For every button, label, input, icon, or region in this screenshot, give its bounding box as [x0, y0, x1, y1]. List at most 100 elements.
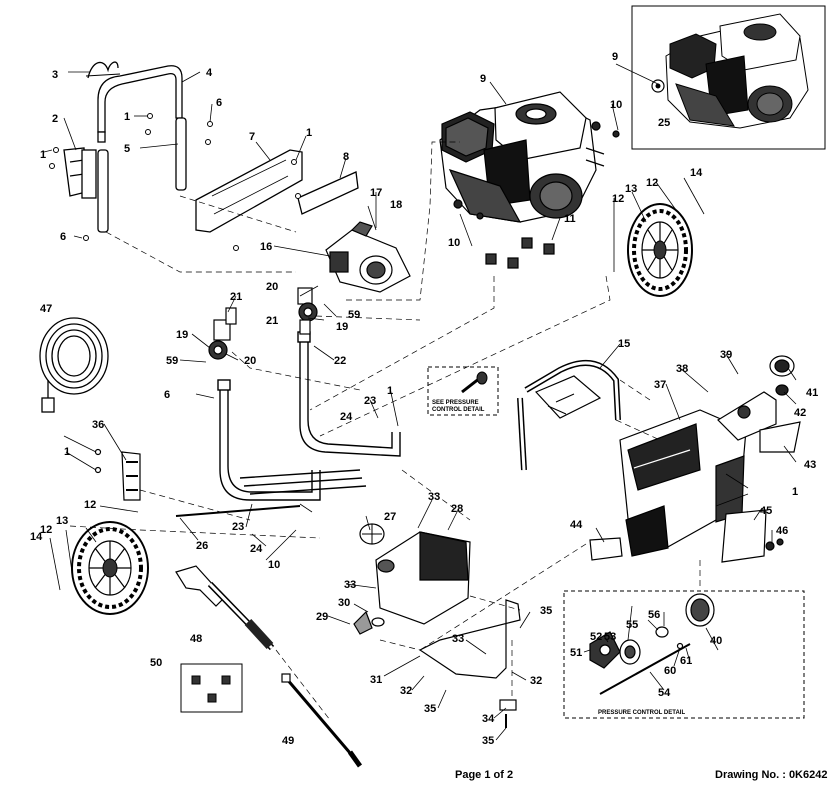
callout: 38 — [676, 363, 688, 375]
callout: 7 — [249, 131, 255, 143]
callout: 21 — [266, 315, 278, 327]
tank-bracket-assembly — [353, 523, 521, 728]
callout: 14 — [690, 167, 703, 179]
callout: 50 — [150, 657, 162, 669]
callout: 30 — [338, 597, 350, 609]
callout: 59 — [348, 309, 360, 321]
callout: 51 — [570, 647, 582, 659]
callout: 17 — [370, 187, 382, 199]
callout: 33 — [344, 579, 356, 591]
callout: 52 — [590, 631, 602, 643]
hose-coil — [39, 317, 109, 413]
callout: 35 — [424, 703, 436, 715]
callout: 33 — [452, 633, 464, 645]
callout: 35 — [540, 605, 552, 617]
callout: 40 — [710, 635, 722, 647]
wheel-left — [71, 521, 149, 615]
callout: 23 — [232, 521, 244, 533]
callout: 28 — [451, 503, 463, 515]
callout: 1 — [306, 127, 312, 139]
callout: 12 — [646, 177, 658, 189]
bracket-36 — [94, 448, 141, 501]
callout: 16 — [260, 241, 272, 253]
callout: 9 — [612, 51, 618, 63]
callout: 2 — [52, 113, 58, 125]
callout: 6 — [216, 97, 222, 109]
control-panel-assembly — [517, 355, 801, 563]
see-detail-box — [427, 366, 499, 416]
callout: 32 — [400, 685, 412, 697]
callout: 45 — [760, 505, 772, 517]
callout: 26 — [196, 540, 208, 552]
callout: 21 — [230, 291, 242, 303]
callout: 55 — [626, 619, 638, 631]
callout: 1 — [387, 385, 393, 397]
callout: 6 — [164, 389, 170, 401]
callout: 10 — [268, 559, 280, 571]
callout: 29 — [316, 611, 328, 623]
callout: 25 — [658, 117, 670, 129]
callout: 1 — [792, 486, 798, 498]
see-detail-note-line1: SEE PRESSURE — [432, 400, 479, 406]
callout: 48 — [190, 633, 202, 645]
pump-assembly — [208, 221, 411, 360]
engine-inset-box — [631, 5, 826, 150]
callout: 27 — [384, 511, 396, 523]
page-number: Page 1 of 2 — [455, 769, 514, 781]
callout: 5 — [124, 143, 130, 155]
callout: 35 — [482, 735, 494, 747]
callout: 15 — [618, 338, 630, 350]
nozzle-set-box — [180, 663, 243, 713]
callout: 41 — [806, 387, 818, 399]
drawing-number: Drawing No. : 0K6242 — [715, 769, 828, 781]
callout: 24 — [340, 411, 353, 423]
callout: 60 — [664, 665, 676, 677]
callout: 4 — [206, 67, 213, 79]
callout: 1 — [40, 149, 46, 161]
callout: 61 — [680, 655, 692, 667]
callout: 12 — [612, 193, 624, 205]
callout: 11 — [564, 213, 576, 225]
callout: 24 — [250, 543, 263, 555]
pressure-control-detail-box — [563, 590, 805, 719]
callout: 53 — [604, 631, 616, 643]
callout: 34 — [482, 713, 495, 725]
callout: 20 — [244, 355, 256, 367]
callout: 20 — [266, 281, 278, 293]
main-frame — [175, 331, 401, 517]
callout: 32 — [530, 675, 542, 687]
pressure-control-detail-title: PRESSURE CONTROL DETAIL — [598, 710, 685, 716]
callout: 6 — [60, 231, 66, 243]
callout: 54 — [658, 687, 671, 699]
callout: 39 — [720, 349, 732, 361]
callout: 42 — [794, 407, 806, 419]
callout: 19 — [176, 329, 188, 341]
callout: 1 — [124, 111, 130, 123]
callout: 10 — [610, 99, 622, 111]
spray-gun-and-wand — [175, 565, 363, 768]
callout-leaders — [43, 63, 797, 741]
callout: 22 — [334, 355, 346, 367]
callout: 33 — [428, 491, 440, 503]
callout: 36 — [92, 419, 104, 431]
handle-assembly — [49, 61, 359, 251]
callout: 47 — [40, 303, 52, 315]
callout: 18 — [390, 199, 402, 211]
callout: 14 — [30, 531, 43, 543]
callout: 19 — [336, 321, 348, 333]
callout: 23 — [364, 395, 376, 407]
callout: 10 — [448, 237, 460, 249]
callout: 59 — [166, 355, 178, 367]
wheel-right — [627, 203, 693, 297]
callout: 3 — [52, 69, 58, 81]
callout: 31 — [370, 674, 382, 686]
callout: 49 — [282, 735, 294, 747]
callout: 1 — [64, 446, 70, 458]
callout: 43 — [804, 459, 816, 471]
see-detail-note-line2: CONTROL DETAIL — [432, 407, 485, 413]
callout: 12 — [40, 524, 52, 536]
callout: 13 — [56, 515, 68, 527]
callout: 44 — [570, 519, 583, 531]
assembly-leader-lines — [69, 141, 701, 721]
